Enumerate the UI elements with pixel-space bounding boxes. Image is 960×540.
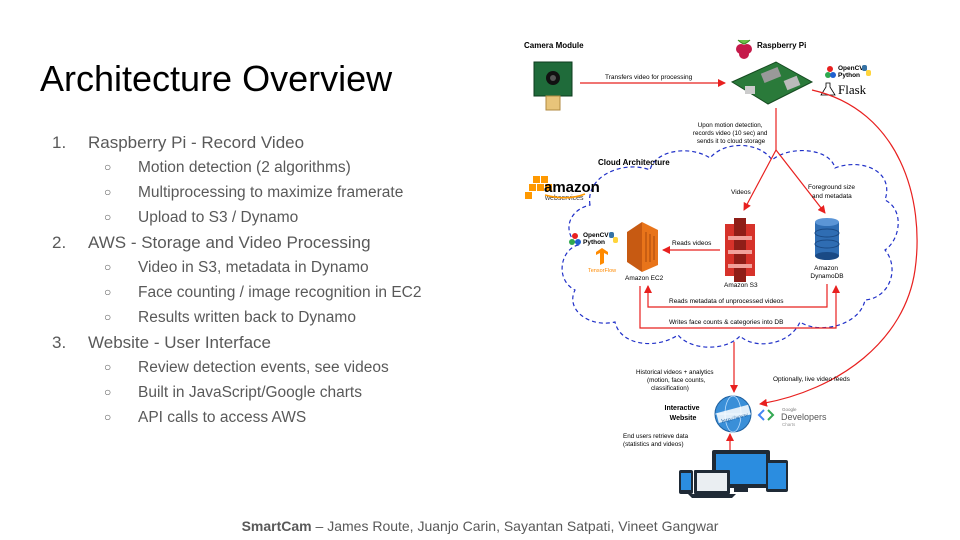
opencv-logo-icon	[569, 233, 581, 245]
outline-subitem-text: Multiprocessing to maximize framerate	[138, 184, 404, 201]
outline-item-number: 1.	[52, 133, 67, 152]
bullet-icon: ○	[104, 410, 112, 424]
outline-item-text: Website - User Interface	[88, 333, 271, 352]
ec2-opencv-label: OpenCV	[583, 232, 609, 239]
amazon-label: amazon	[544, 179, 600, 196]
devices-icon	[679, 450, 788, 498]
tensorflow-logo-icon	[596, 248, 608, 265]
outline-subitem: ○ Video in S3, metadata in Dynamo	[52, 255, 502, 280]
footer-separator: –	[311, 518, 328, 534]
outline-list: 1. Raspberry Pi - Record Video ○ Motion det…	[52, 130, 502, 430]
camera-module-icon	[533, 61, 573, 111]
bullet-icon: ○	[104, 210, 112, 224]
ec2-python-label: Python	[583, 239, 605, 246]
outline-subitem: ○ Multiprocessing to maximize framerate	[52, 180, 502, 205]
amazon-ec2-icon	[627, 222, 658, 272]
opencv-logo-icon	[825, 66, 836, 78]
footer-brand: SmartCam	[241, 518, 312, 534]
edge-live-label: Optionally, live video feeds	[773, 376, 851, 383]
outline-subitem: ○ Review detection events, see videos	[52, 355, 502, 380]
python-logo-icon	[609, 232, 618, 243]
google-developers-icon	[757, 409, 775, 421]
cloud-architecture-label: Cloud Architecture	[598, 158, 670, 167]
outline-subitem-text: Face counting / image recognition in EC2	[138, 284, 422, 301]
footer: SmartCam – James Route, Juanjo Carin, Sa…	[0, 518, 960, 534]
edge-transfer-label: Transfers video for processing	[605, 74, 693, 81]
bullet-icon: ○	[104, 285, 112, 299]
outline-subitem: ○ Results written back to Dynamo	[52, 305, 502, 330]
s3-label: Amazon S3	[724, 282, 758, 289]
outline-subitem: ○ Built in JavaScript/Google charts	[52, 380, 502, 405]
dynamodb-label: Amazon DynamoDB	[810, 265, 843, 280]
cloud-outline	[561, 144, 899, 348]
outline-subitem-text: Motion detection (2 algorithms)	[138, 159, 351, 176]
raspberry-pi-logo-icon	[736, 39, 752, 59]
flask-label: Flask	[838, 82, 867, 97]
python-logo-icon	[862, 65, 871, 76]
raspberry-pi-label: Raspberry Pi	[757, 41, 806, 50]
outline-subitem: ○ Motion detection (2 algorithms)	[52, 155, 502, 180]
outline-subitem: ○ Face counting / image recognition in EC…	[52, 280, 502, 305]
opencv-label: OpenCV	[838, 65, 864, 72]
slide-title: Architecture Overview	[40, 58, 393, 99]
python-label: Python	[838, 72, 860, 79]
camera-module-label: Camera Module	[524, 41, 584, 50]
amazon-s3-icon	[725, 218, 755, 282]
footer-authors: James Route, Juanjo Carin, Sayantan Satp…	[327, 518, 719, 534]
edge-reads-metadata-label: Reads metadata of unprocessed videos	[669, 298, 784, 305]
bullet-icon: ○	[104, 310, 112, 324]
flask-logo-icon	[820, 82, 836, 96]
bullet-icon: ○	[104, 360, 112, 374]
amazon-smile-icon	[544, 193, 586, 199]
outline-item: 3. Website - User Interface	[52, 330, 502, 355]
bullet-icon: ○	[104, 160, 112, 174]
outline-item-number: 3.	[52, 333, 67, 352]
raspberry-pi-board-icon	[730, 61, 814, 105]
outline-item-number: 2.	[52, 233, 67, 252]
bullet-icon: ○	[104, 385, 112, 399]
edge-users-label: End users retrieve data (statistics and …	[623, 433, 690, 448]
tensorflow-label: TensorFlow	[588, 268, 616, 274]
outline-subitem: ○ Upload to S3 / Dynamo	[52, 205, 502, 230]
website-label: Interactive Website	[665, 405, 702, 422]
edge-foreground-label: Foreground size and metadata	[808, 184, 857, 200]
edge-historical-label: Historical videos + analytics (motion, f…	[636, 369, 715, 392]
outline-subitem-text: Video in S3, metadata in Dynamo	[138, 259, 369, 276]
outline-item-text: AWS - Storage and Video Processing	[88, 233, 371, 252]
bullet-icon: ○	[104, 185, 112, 199]
outline-subitem-text: Results written back to Dynamo	[138, 309, 356, 326]
edge-reads-videos-label: Reads videos	[672, 240, 712, 247]
outline-item: 2. AWS - Storage and Video Processing	[52, 230, 502, 255]
outline-item: 1. Raspberry Pi - Record Video	[52, 130, 502, 155]
outline-subitem: ○ API calls to access AWS	[52, 405, 502, 430]
outline-subitem-text: API calls to access AWS	[138, 409, 307, 426]
amazon-dynamodb-icon	[814, 218, 840, 260]
bullet-icon: ○	[104, 260, 112, 274]
developers-label: Developers	[781, 412, 827, 422]
edge-motion-label: Upon motion detection, records video (10…	[693, 122, 769, 145]
outline-subitem-text: Upload to S3 / Dynamo	[138, 209, 299, 226]
edge-writes-label: Writes face counts & categories into DB	[669, 319, 783, 326]
outline-subitem-text: Built in JavaScript/Google charts	[138, 384, 362, 401]
aws-boxes-icon	[525, 176, 552, 199]
edge-videos-label: Videos	[731, 189, 752, 196]
google-small-label: Google	[782, 407, 797, 412]
www-globe-icon	[714, 395, 752, 433]
ec2-label: Amazon EC2	[625, 275, 664, 282]
outline-subitem-text: Review detection events, see videos	[138, 359, 389, 376]
outline-item-text: Raspberry Pi - Record Video	[88, 133, 305, 152]
charts-label: Charts	[782, 422, 796, 427]
